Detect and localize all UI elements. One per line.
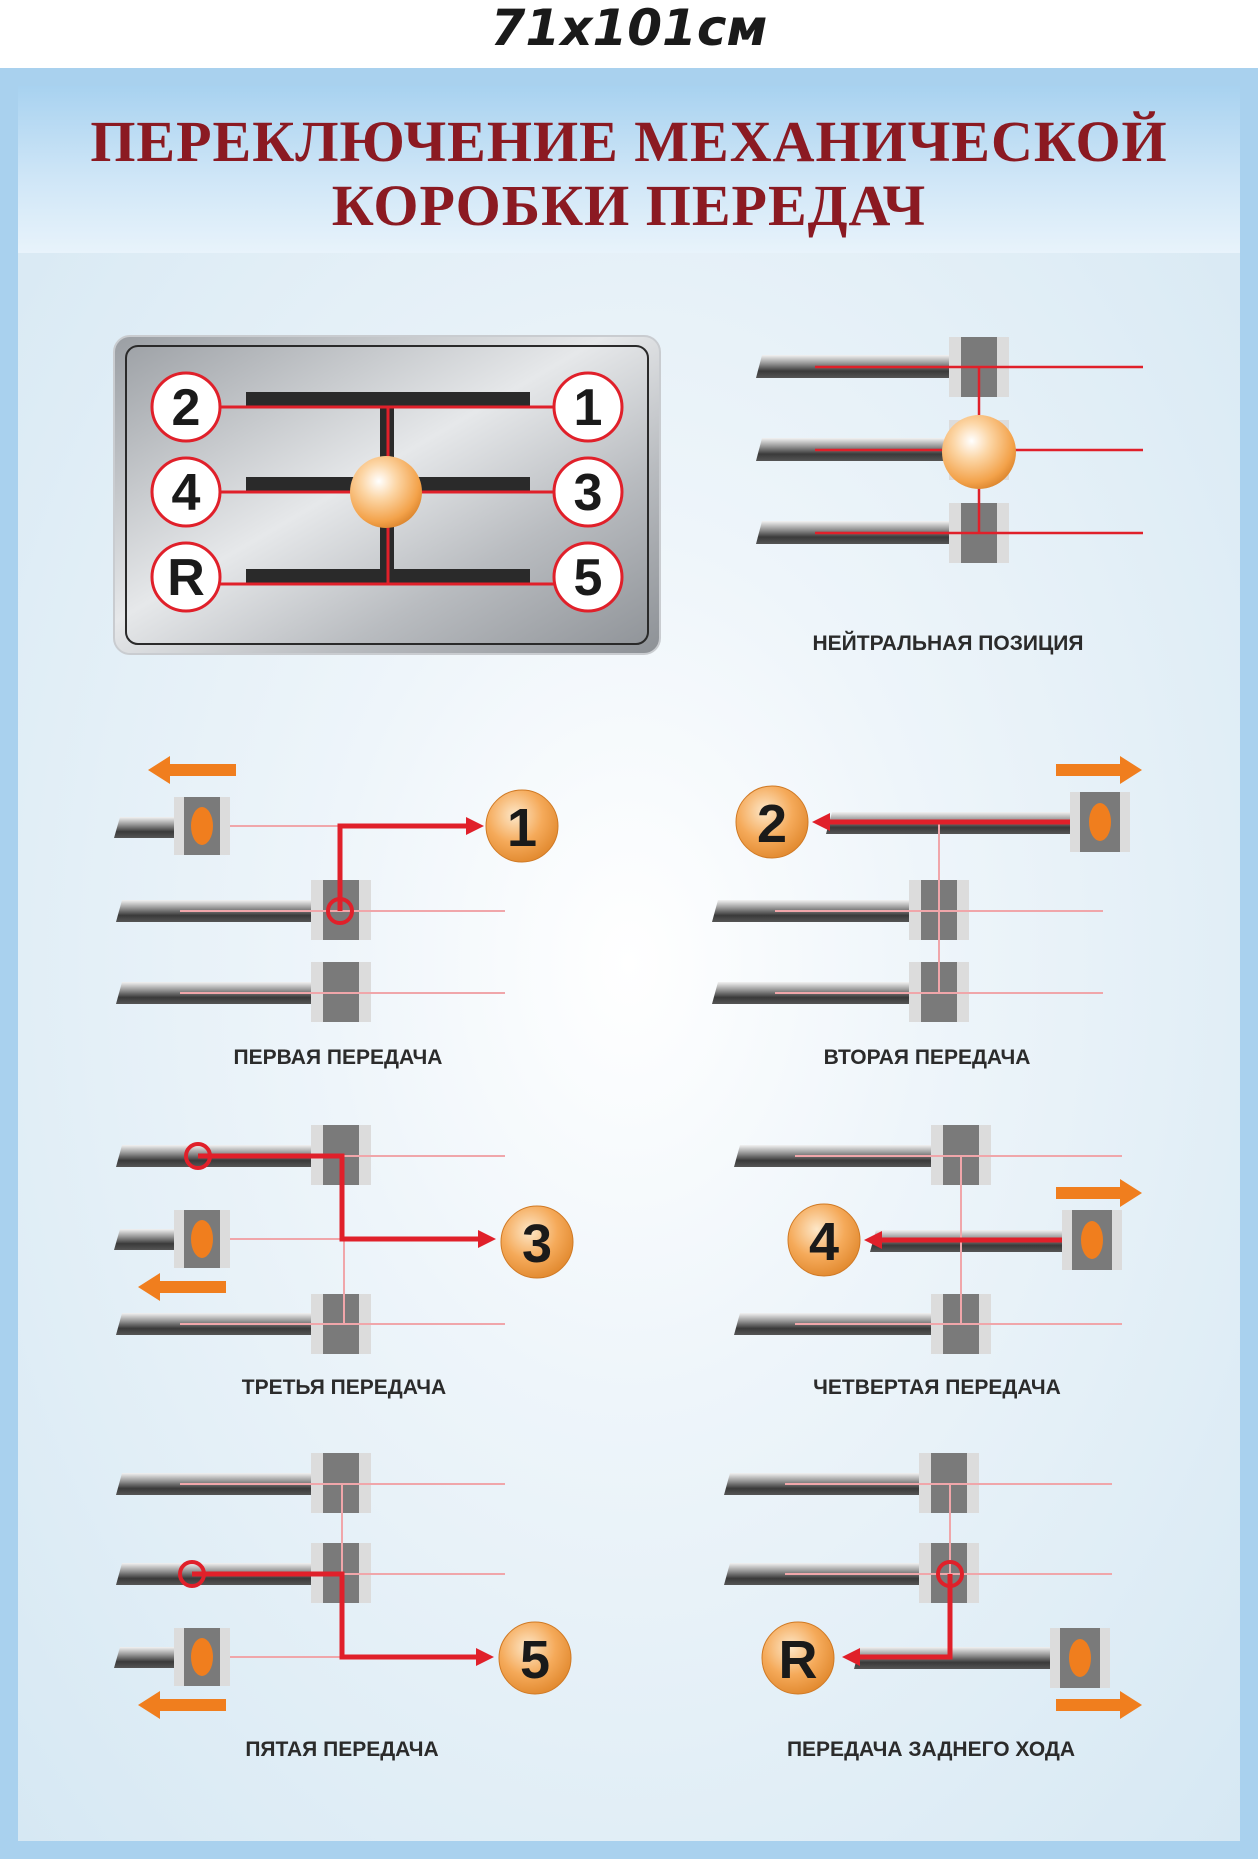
gear-label: 2 <box>172 379 201 437</box>
title-line-2: КОРОБКИ ПЕРЕДАЧ <box>331 173 927 238</box>
gear-knob <box>350 456 422 528</box>
fifth-gear-diagram: 5 <box>114 1453 572 1719</box>
gear-5-circle: 5 <box>552 541 624 613</box>
gear-badge-label: 1 <box>507 798 537 858</box>
gear-label: 3 <box>574 464 603 522</box>
gear-badge-label: 5 <box>520 1630 550 1690</box>
first-gear-diagram: 1 <box>114 756 559 1022</box>
direction-arrow-left <box>138 1691 226 1719</box>
gear-r-circle: R <box>150 541 222 613</box>
caption-neutral: НЕЙТРАЛЬНАЯ ПОЗИЦИЯ <box>812 632 1084 655</box>
gear-3-circle: 3 <box>552 456 624 528</box>
neutral-diagram <box>756 337 1143 563</box>
direction-arrow-right <box>1056 1691 1142 1719</box>
caption-fourth-gear: ЧЕТВЕРТАЯ ПЕРЕДАЧА <box>813 1376 1061 1399</box>
title-header: ПЕРЕКЛЮЧЕНИЕ МЕХАНИЧЕСКОЙ КОРОБКИ ПЕРЕДА… <box>18 86 1240 253</box>
gear-badge <box>485 789 559 863</box>
caption-first-gear: ПЕРВАЯ ПЕРЕДАЧА <box>233 1046 443 1069</box>
gear-1-circle: 1 <box>552 371 624 443</box>
caption-reverse-gear: ПЕРЕДАЧА ЗАДНЕГО ХОДА <box>786 1738 1076 1761</box>
direction-arrow-right <box>1056 1179 1142 1207</box>
gear-badge <box>761 1621 835 1695</box>
fourth-gear-diagram: 4 <box>734 1125 1142 1354</box>
gear-badge-label: 3 <box>522 1214 552 1274</box>
title-line-1: ПЕРЕКЛЮЧЕНИЕ МЕХАНИЧЕСКОЙ <box>90 109 1168 174</box>
shift-pattern-plate: 2 1 4 3 R 5 <box>113 335 661 655</box>
reverse-gear-diagram: R <box>724 1453 1142 1719</box>
caption-third-gear: ТРЕТЬЯ ПЕРЕДАЧА <box>241 1376 447 1399</box>
gear-label: 4 <box>172 464 201 522</box>
gear-badge-label: 2 <box>757 794 787 854</box>
gear-2-circle: 2 <box>150 371 222 443</box>
gear-badge-label: R <box>779 1630 818 1690</box>
gear-label: R <box>167 549 205 607</box>
direction-arrow-right <box>1056 756 1142 784</box>
gear-badge-label: 4 <box>809 1212 839 1272</box>
caption-second-gear: ВТОРАЯ ПЕРЕДАЧА <box>823 1046 1031 1069</box>
gear-badge <box>735 785 809 859</box>
third-gear-diagram: 3 <box>114 1125 574 1354</box>
gear-knob <box>942 415 1016 489</box>
gear-4-circle: 4 <box>150 456 222 528</box>
caption-fifth-gear: ПЯТАЯ ПЕРЕДАЧА <box>245 1738 439 1761</box>
direction-arrow-left <box>138 1273 226 1301</box>
gear-badge <box>500 1205 574 1279</box>
gear-label: 5 <box>574 549 603 607</box>
direction-arrow-left <box>148 756 236 784</box>
second-gear-diagram: 2 <box>712 756 1142 1022</box>
gear-label: 1 <box>574 379 603 437</box>
gear-badge <box>498 1621 572 1695</box>
poster-size-label: 71x101см <box>490 0 768 57</box>
gear-badge <box>787 1203 861 1277</box>
